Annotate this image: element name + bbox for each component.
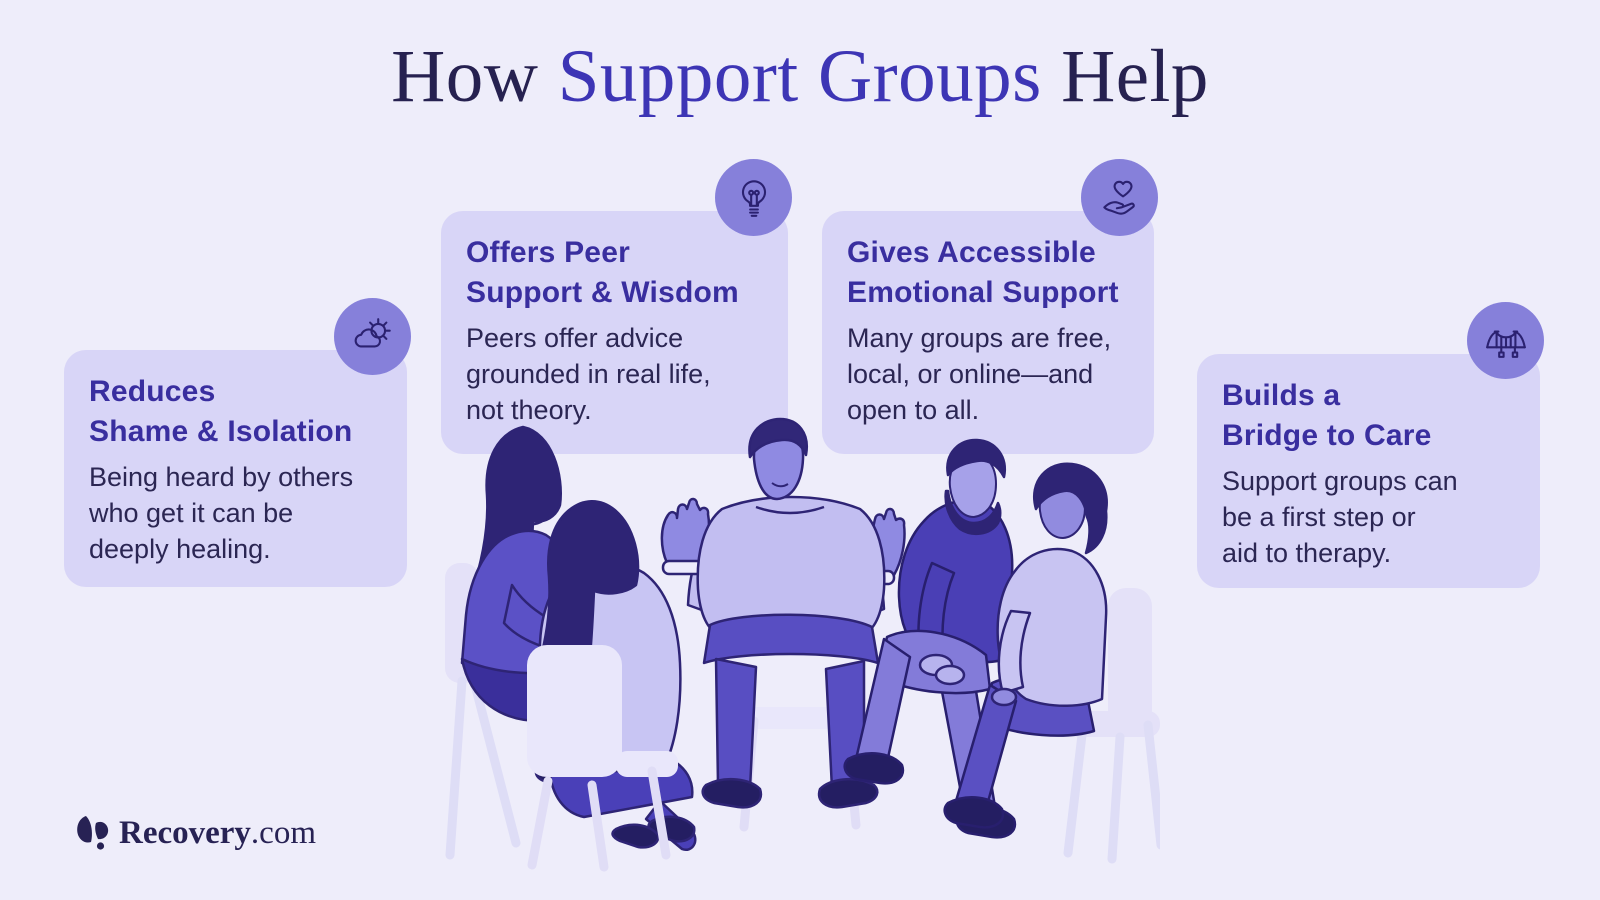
page-title: How Support Groups Help (0, 34, 1600, 120)
bridge-icon (1485, 330, 1526, 358)
brand-name: Recovery (119, 814, 251, 851)
icon-badge (1467, 302, 1544, 379)
lightbulb-icon (741, 179, 766, 217)
heart-in-hand-icon (1102, 180, 1135, 215)
brand-domain: .com (250, 814, 316, 851)
icon-badge (334, 298, 411, 375)
recovery-logo-mark (77, 816, 109, 850)
support-group-illustration (420, 413, 1166, 890)
title-suffix: Help (1041, 35, 1209, 118)
title-prefix: How (391, 35, 558, 118)
recovery-logo: Recovery.com (76, 814, 316, 852)
person-right-woman (943, 462, 1108, 829)
title-highlight: Support Groups (557, 35, 1042, 118)
chair-right (1063, 588, 1166, 864)
person-bearded-man (843, 438, 1017, 839)
support-group-circle-drawing (445, 417, 1166, 872)
icon-badge (715, 159, 792, 236)
person-center-man (660, 417, 906, 809)
icon-badge (1081, 159, 1158, 236)
person-back-woman (527, 500, 697, 872)
card-body: Many groups are free,local, or online—an… (847, 323, 1112, 425)
sun-behind-cloud-icon (354, 317, 391, 347)
